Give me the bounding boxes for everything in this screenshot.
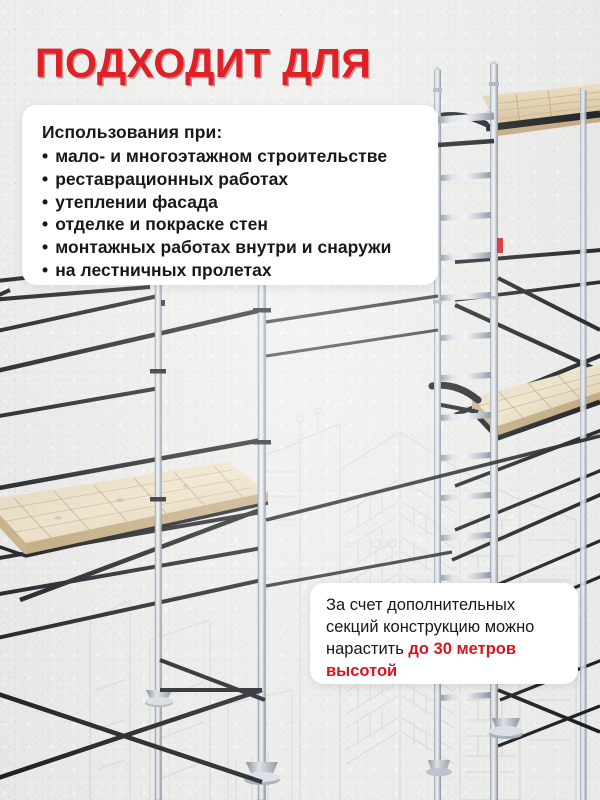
list-item-label: утеплении фасада <box>55 191 218 212</box>
list-item-label: на лестничных пролетах <box>55 259 272 280</box>
warning-sticker <box>497 238 503 253</box>
bullet-icon: • <box>42 237 49 257</box>
bullet-icon: • <box>42 191 49 212</box>
right-wooden-deck-top <box>482 84 600 136</box>
list-item: • монтажных работах внутри и снаружи <box>42 236 418 259</box>
list-item-label: мало- и многоэтажном строительстве <box>55 146 388 166</box>
base-plate-right <box>489 718 523 739</box>
height-note-plain: За счет дополнительных секций конструкци… <box>326 596 535 658</box>
list-item-label: реставрационных работах <box>55 168 289 189</box>
height-note-text: За счет дополнительных секций конструкци… <box>326 595 564 683</box>
bullet-icon: • <box>42 146 49 166</box>
base-plate-far <box>426 760 452 776</box>
right-scaffold-tower <box>426 61 600 800</box>
left-scaffold-frame <box>0 272 280 800</box>
bullet-icon: • <box>42 259 49 280</box>
bullet-icon: • <box>42 168 49 189</box>
usage-list: • мало- и многоэтажном строительстве • р… <box>42 145 418 282</box>
bullet-icon: • <box>42 214 49 235</box>
list-item-label: отделке и покраске стен <box>55 214 268 235</box>
list-item: • на лестничных пролетах <box>42 259 418 282</box>
list-item: • мало- и многоэтажном строительстве <box>42 145 418 168</box>
usage-list-title: Использования при: <box>42 122 223 142</box>
list-item-label: монтажных работах внутри и снаружи <box>55 237 392 257</box>
left-wooden-deck <box>0 462 268 556</box>
base-plate-left <box>145 690 173 707</box>
diagonal-braces <box>265 294 600 588</box>
height-note-highlight: до 30 метров высотой <box>326 639 517 680</box>
list-item: • утеплении фасада <box>42 191 418 214</box>
height-note-card: За счет дополнительных секций конструкци… <box>310 583 578 684</box>
usage-list-card: Использования при: • мало- и многоэтажно… <box>22 105 438 285</box>
list-item: • реставрационных работах <box>42 168 418 191</box>
page-title: ПОДХОДИТ ДЛЯ <box>35 40 372 86</box>
list-item: • отделке и покраске стен <box>42 213 418 236</box>
